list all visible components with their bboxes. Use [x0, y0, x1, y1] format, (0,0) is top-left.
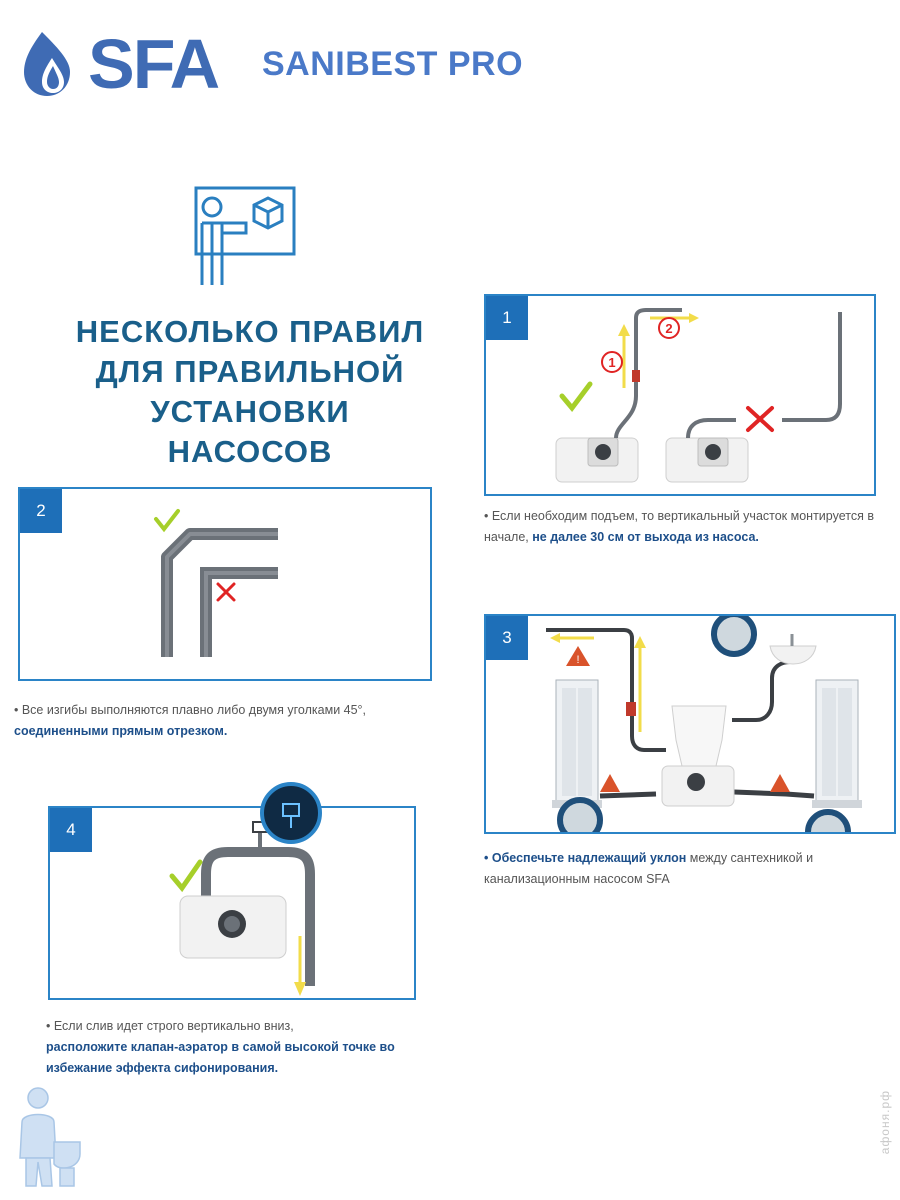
marker-1-icon — [601, 351, 623, 373]
cross-icon — [746, 406, 774, 432]
watermark-text: афоня.рф — [878, 1090, 892, 1155]
panel-4-diagram — [169, 821, 315, 996]
logo-text: SFA — [88, 25, 220, 103]
shower-cabin-right — [812, 679, 862, 808]
panel-1-vertical-lift: 1 1 2 — [484, 294, 876, 496]
valve-zoom-icon — [260, 782, 322, 844]
shower-cabin-left — [552, 679, 602, 808]
product-name: SANIBEST PRO — [262, 45, 524, 83]
panel-4-caption: • Если слив идет строго вертикально вниз… — [46, 1016, 426, 1079]
panel-4-vertical-drain: 4 — [48, 806, 416, 1000]
check-icon — [154, 509, 180, 533]
svg-text:!: ! — [576, 654, 579, 666]
headline: НЕСКОЛЬКО ПРАВИЛ ДЛЯ ПРАВИЛЬНОЙ УСТАНОВК… — [40, 312, 460, 472]
warning-triangle-icon — [600, 774, 620, 792]
warning-triangle-icon: ! — [566, 646, 590, 666]
panel-4-caption-bold: расположите клапан-аэратор в самой высок… — [46, 1040, 395, 1075]
headline-line-2: ДЛЯ ПРАВИЛЬНОЙ — [95, 354, 405, 389]
detail-zoom-icon — [557, 797, 603, 832]
sfa-logo-drop-icon — [24, 32, 70, 96]
pipe-good — [614, 308, 682, 439]
marker-2-icon — [658, 317, 680, 339]
discharge-pipe — [546, 628, 666, 752]
toilet — [671, 705, 727, 767]
headline-line-3: УСТАНОВКИ — [150, 394, 350, 429]
sink — [769, 645, 817, 665]
panel-3-caption-bold: • Обеспечьте надлежащий уклон — [484, 851, 687, 865]
panel-number: 3 — [486, 616, 528, 660]
panel-1-caption-text: • Если необходим подъем, то вертикальный… — [484, 509, 874, 544]
headline-line-1: НЕСКОЛЬКО ПРАВИЛ — [75, 314, 425, 349]
check-icon — [559, 381, 593, 413]
panel-4-caption-text: • Если слив идет строго вертикально вниз… — [46, 1019, 294, 1033]
presenter-board-icon — [194, 186, 296, 285]
panel-number: 4 — [50, 808, 92, 852]
panel-2-bends: 2 — [18, 487, 432, 681]
headline-line-4: НАСОСОВ — [167, 434, 333, 469]
sink-pipe — [732, 660, 791, 722]
panel-3-diagram: ! — [546, 616, 862, 832]
detail-zoom-icon — [805, 809, 851, 832]
warning-triangle-icon — [770, 774, 790, 792]
panel-2-caption: • Все изгибы выполняются плавно либо дву… — [14, 700, 434, 742]
pipe-bad — [782, 312, 842, 422]
cross-icon — [216, 582, 236, 602]
panel-1-diagram: 1 2 — [555, 308, 842, 483]
panel-1-caption: • Если необходим подъем, то вертикальный… — [484, 506, 876, 548]
panel-number: 2 — [20, 489, 62, 533]
detail-zoom-icon — [711, 616, 757, 657]
check-icon — [169, 859, 203, 893]
panel-1-caption-bold: не далее 30 см от выхода из насоса. — [532, 530, 759, 544]
panel-3-caption: • Обеспечьте надлежащий уклон между сант… — [484, 848, 884, 890]
panel-2-diagram — [154, 509, 278, 657]
plumber-mascot-icon — [19, 1087, 81, 1187]
panel-3-caption-text: между сантехникой и канализационным насо… — [484, 851, 814, 886]
panel-2-caption-text: • Все изгибы выполняются плавно либо дву… — [14, 703, 367, 717]
marker-1-label: 1 — [608, 355, 615, 370]
panel-3-slope: 3 ! — [484, 614, 896, 834]
marker-2-label: 2 — [665, 321, 672, 336]
pipe-bad-bend — [200, 567, 278, 657]
panel-2-caption-bold: соединенными прямым отрезком. — [14, 724, 228, 738]
panel-number: 1 — [486, 296, 528, 340]
